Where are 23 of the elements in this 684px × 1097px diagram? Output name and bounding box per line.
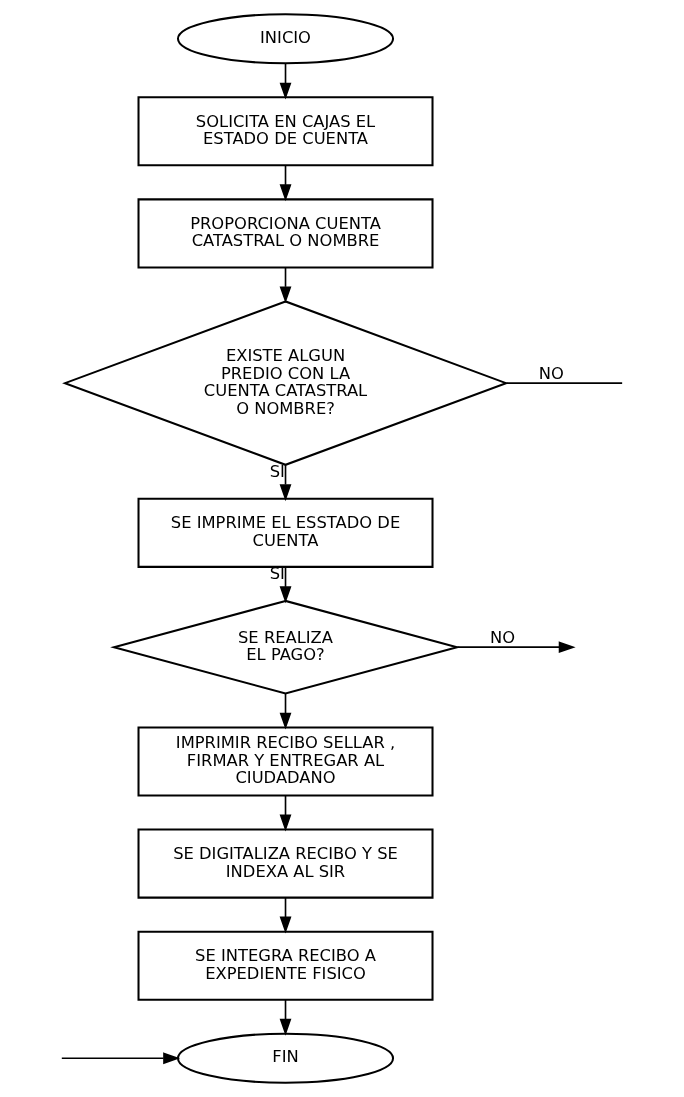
arrow <box>279 693 292 730</box>
arrow <box>61 1052 181 1065</box>
connector <box>505 382 623 384</box>
node-box: SOLICITA EN CAJAS EL ESTADO DE CUENTA <box>137 96 434 167</box>
node-diamond: EXISTE ALGUN PREDIO CON LA CUENTA CATASTRAL O NOMBRE? <box>62 300 509 466</box>
arrow <box>279 897 292 934</box>
arrow <box>456 641 576 654</box>
node-box: SE DIGITALIZA RECIBO Y SE INDEXA AL SIR <box>137 828 434 899</box>
arrow <box>279 464 292 502</box>
arrow <box>279 795 292 832</box>
node-box: IMPRIMIR RECIBO SELLAR , FIRMAR Y ENTREGAR AL CIUDADANO <box>137 726 434 797</box>
arrow <box>279 999 292 1036</box>
node-ellipse: INICIO <box>176 13 395 65</box>
node-box: SE INTEGRA RECIBO A EXPEDIENTE FISICO <box>137 930 434 1001</box>
arrow <box>279 62 292 100</box>
edge-label: NO <box>538 363 564 383</box>
node-ellipse: FIN <box>176 1032 395 1084</box>
node-box: SE IMPRIME EL ESSTADO DE CUENTA <box>137 497 434 568</box>
node-box: PROPORCIONA CUENTA CATASTRAL O NOMBRE <box>137 198 434 269</box>
edge-label: NO <box>489 627 516 647</box>
arrow <box>279 266 292 304</box>
arrow <box>279 164 292 202</box>
arrow <box>279 566 292 604</box>
